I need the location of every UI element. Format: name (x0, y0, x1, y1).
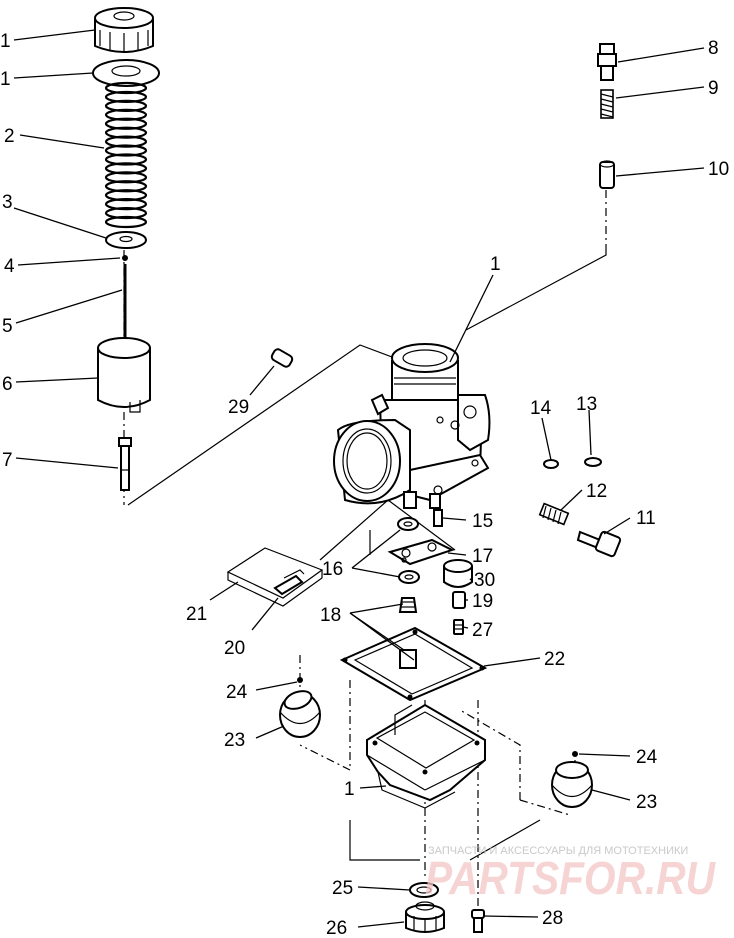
callout-24-left: 24 (226, 682, 248, 703)
watermark-caption: ЗАПЧАСТИ И АКСЕССУАРЫ ДЛЯ МОТОТЕХНИКИ (428, 845, 688, 857)
callout-23-left: 23 (224, 730, 245, 751)
float-right (551, 751, 593, 808)
idle-screw (576, 530, 622, 558)
main-jet-holder (452, 591, 466, 609)
callout-8: 8 (708, 38, 719, 59)
center-lines (123, 190, 607, 910)
air-screw (543, 459, 559, 469)
callout-23-right: 23 (636, 792, 657, 813)
needle-jet (118, 437, 132, 491)
callout-17: 17 (472, 546, 493, 567)
float-left (279, 677, 321, 738)
starter-jet (453, 619, 464, 635)
callout-22: 22 (544, 649, 565, 670)
callout-18: 18 (320, 605, 341, 626)
callout-1-body: 1 (490, 254, 501, 275)
e-clip (122, 255, 128, 261)
callout-1-washer: 1 (0, 69, 11, 90)
idle-spring (538, 502, 570, 526)
callout-24-right: 24 (636, 747, 658, 768)
o-ring-lower (398, 570, 420, 584)
callouts: 1 1 2 3 4 5 6 7 8 9 10 1 29 14 13 12 11 … (0, 31, 729, 938)
needle-valve (398, 597, 418, 613)
adjuster-nut (599, 160, 615, 189)
float-bowl (366, 703, 486, 809)
callout-1-bowl: 1 (344, 779, 355, 800)
callout-11: 11 (636, 508, 656, 529)
callout-2: 2 (4, 126, 15, 147)
float-bowl-gasket (339, 626, 488, 702)
callout-10: 10 (708, 159, 729, 180)
callout-25: 25 (332, 878, 353, 899)
callout-12: 12 (586, 481, 607, 502)
float-pin-bracket (226, 547, 324, 607)
callout-1-cap: 1 (0, 31, 11, 52)
drain-plug (405, 901, 445, 933)
watermark: ЗАПЧАСТИ И АКСЕССУАРЫ ДЛЯ МОТОТЕХНИКИ PA… (425, 845, 717, 904)
callout-14: 14 (530, 398, 552, 419)
callout-13: 13 (576, 394, 597, 415)
seal-washer (92, 59, 160, 87)
pilot-screw-cap (270, 348, 294, 368)
throttle-spring (104, 81, 148, 229)
callout-27: 27 (472, 620, 493, 641)
bowl-screw (471, 909, 485, 933)
throttle-valve (97, 337, 151, 413)
cable-adjuster (597, 43, 617, 81)
callout-20: 20 (224, 638, 245, 659)
callout-9: 9 (708, 78, 719, 99)
callout-6: 6 (2, 374, 13, 395)
leader-lines (13, 29, 705, 928)
callout-4: 4 (4, 256, 15, 277)
callout-29: 29 (228, 397, 249, 418)
adjuster-spring (600, 89, 614, 119)
spring-seat (105, 231, 147, 249)
spring-coil (104, 215, 148, 229)
float-chamber-plate (387, 538, 455, 566)
callout-7: 7 (2, 450, 13, 471)
callout-28: 28 (542, 908, 563, 929)
carburetor-body (333, 343, 491, 509)
adjuster-cap (94, 7, 154, 53)
starter-plunger-cap (443, 559, 473, 588)
callout-26: 26 (326, 918, 347, 938)
callout-19: 19 (472, 591, 493, 612)
idle-screw-washer (584, 457, 602, 467)
callout-15: 15 (472, 511, 493, 532)
callout-16: 16 (322, 559, 343, 580)
callout-30: 30 (474, 570, 495, 591)
watermark-logo: PARTSFOR.RU (425, 852, 717, 904)
o-ring-upper (397, 517, 419, 531)
callout-21: 21 (186, 604, 207, 625)
callout-3: 3 (2, 192, 13, 213)
pilot-jet (433, 509, 443, 527)
callout-5: 5 (2, 316, 13, 337)
